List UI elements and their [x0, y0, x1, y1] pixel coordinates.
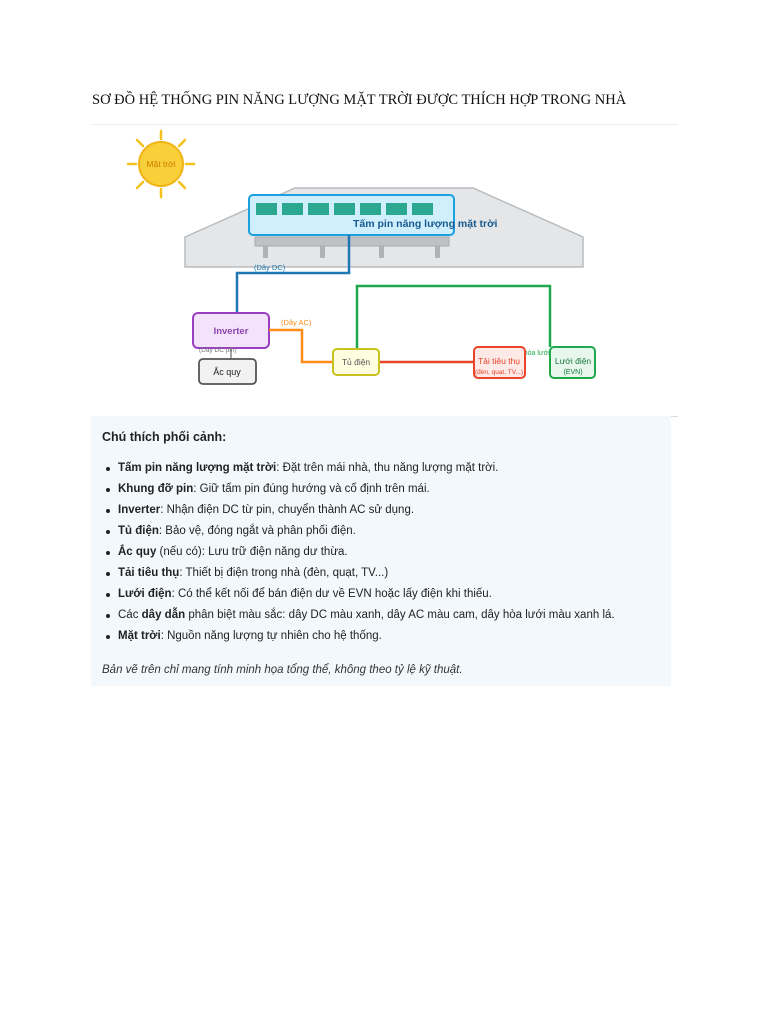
solar-panel-label: Tấm pin năng lượng mặt trời [353, 218, 498, 230]
solar-panel [248, 194, 455, 236]
grid-label: Lưới điện [555, 356, 592, 366]
cabinet-box [332, 348, 380, 376]
legend-item: Tủ điện: Bảo vệ, đóng ngắt và phân phối … [102, 523, 615, 544]
dc-wire-label: (Dây DC) [254, 263, 286, 272]
grid-box [549, 346, 596, 379]
solar-system-diagram: Mặt trời Tấm pin năng lượng mặt trời (Dâ… [91, 124, 678, 417]
grid-tie-wire [355, 284, 552, 350]
grid-sub-label: (EVN) [563, 369, 582, 376]
sun-label: Mặt trời [146, 159, 175, 169]
legend-heading: Chú thích phối cảnh: [102, 430, 227, 444]
legend-panel: Chú thích phối cảnh: Tấm pin năng lượng … [91, 416, 671, 686]
battery-box [198, 358, 257, 385]
legend-item: Khung đỡ pin: Giữ tấm pin đúng hướng và … [102, 481, 615, 502]
legend-item: Tải tiêu thụ: Thiết bị điện trong nhà (đ… [102, 565, 615, 586]
dc-wire [235, 235, 351, 313]
panel-mounting-frame [254, 236, 450, 258]
legend-list: Tấm pin năng lượng mặt trời: Đặt trên má… [102, 460, 615, 649]
sun-icon [126, 129, 196, 199]
page-title: SƠ ĐỒ HỆ THỐNG PIN NĂNG LƯỢNG MẶT TRỜI Đ… [92, 92, 627, 108]
legend-item: Inverter: Nhận điện DC từ pin, chuyển th… [102, 502, 615, 523]
load-box [473, 346, 526, 379]
grid-wire-label: (Dây hòa lưới) [507, 350, 552, 357]
legend-item: Các dây dẫn phân biệt màu sắc: dây DC mà… [102, 607, 615, 628]
legend-item: Lưới điện: Có thể kết nối để bán điện dư… [102, 586, 615, 607]
legend-note: Bản vẽ trên chỉ mang tính minh họa tổng … [102, 664, 463, 676]
battery-wire-label: (Dây DC pin) [199, 347, 237, 354]
legend-item: Mặt trời: Nguồn năng lượng tự nhiên cho … [102, 628, 615, 649]
load-label: Tải tiêu thụ [478, 356, 520, 366]
legend-item: Ắc quy (nếu có): Lưu trữ điện năng dư th… [102, 544, 615, 565]
cabinet-label: Tủ điện [342, 357, 371, 367]
inverter-label: Inverter [214, 326, 249, 337]
diagram-canvas: Mặt trời Tấm pin năng lượng mặt trời (Dâ… [126, 129, 596, 385]
battery-label: Ắc quy [213, 367, 241, 377]
ac-wire [269, 328, 333, 364]
ac-wire-label: (Dây AC) [281, 318, 312, 327]
load-sub-label: (đèn, quạt, TV...) [475, 369, 523, 376]
legend-item: Tấm pin năng lượng mặt trời: Đặt trên má… [102, 460, 615, 481]
